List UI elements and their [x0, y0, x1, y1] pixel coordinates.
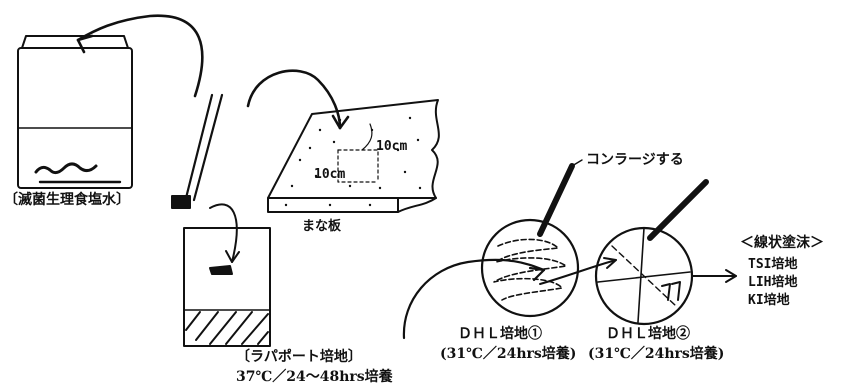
sampler-tool	[171, 93, 224, 209]
media-ki: KI培地	[748, 293, 790, 308]
dhl1-name: ＤＨＬ培地①	[458, 326, 542, 342]
saline-label: 〔滅菌生理食塩水〕	[4, 192, 130, 208]
saline-bottle	[17, 35, 133, 189]
arrow-to-board	[246, 69, 342, 130]
streak-label: ＜線状塗沫＞	[740, 235, 824, 251]
rappaport-tube	[183, 227, 271, 347]
arrow-to-dhl1	[402, 258, 546, 340]
cutting-board	[267, 99, 440, 213]
dhl1-condition: (31℃／24hrs培養)	[440, 346, 577, 362]
dhl2-condition: (31℃／24hrs培養)	[588, 346, 725, 362]
rappaport-name: 〔ラパポート培地〕	[236, 349, 362, 365]
board-dim-right: 10cm	[376, 139, 408, 154]
dhl2-name: ＤＨＬ培地②	[606, 326, 690, 342]
board-dim-bottom: 10cm	[314, 167, 346, 182]
conrage-label: コンラージする	[586, 152, 684, 168]
rappaport-condition: 37℃／24〜48hrs培養	[236, 369, 393, 385]
media-lih: LIH培地	[748, 275, 798, 290]
dhl-plate-1	[480, 163, 580, 318]
arrow-to-dhl2	[539, 259, 617, 285]
arrow-to-rappaport	[209, 203, 238, 263]
dhl-plate-2	[594, 179, 709, 326]
arrow-to-saline	[76, 14, 204, 98]
media-tsi: TSI培地	[748, 257, 798, 272]
board-label: まな板	[302, 219, 342, 234]
